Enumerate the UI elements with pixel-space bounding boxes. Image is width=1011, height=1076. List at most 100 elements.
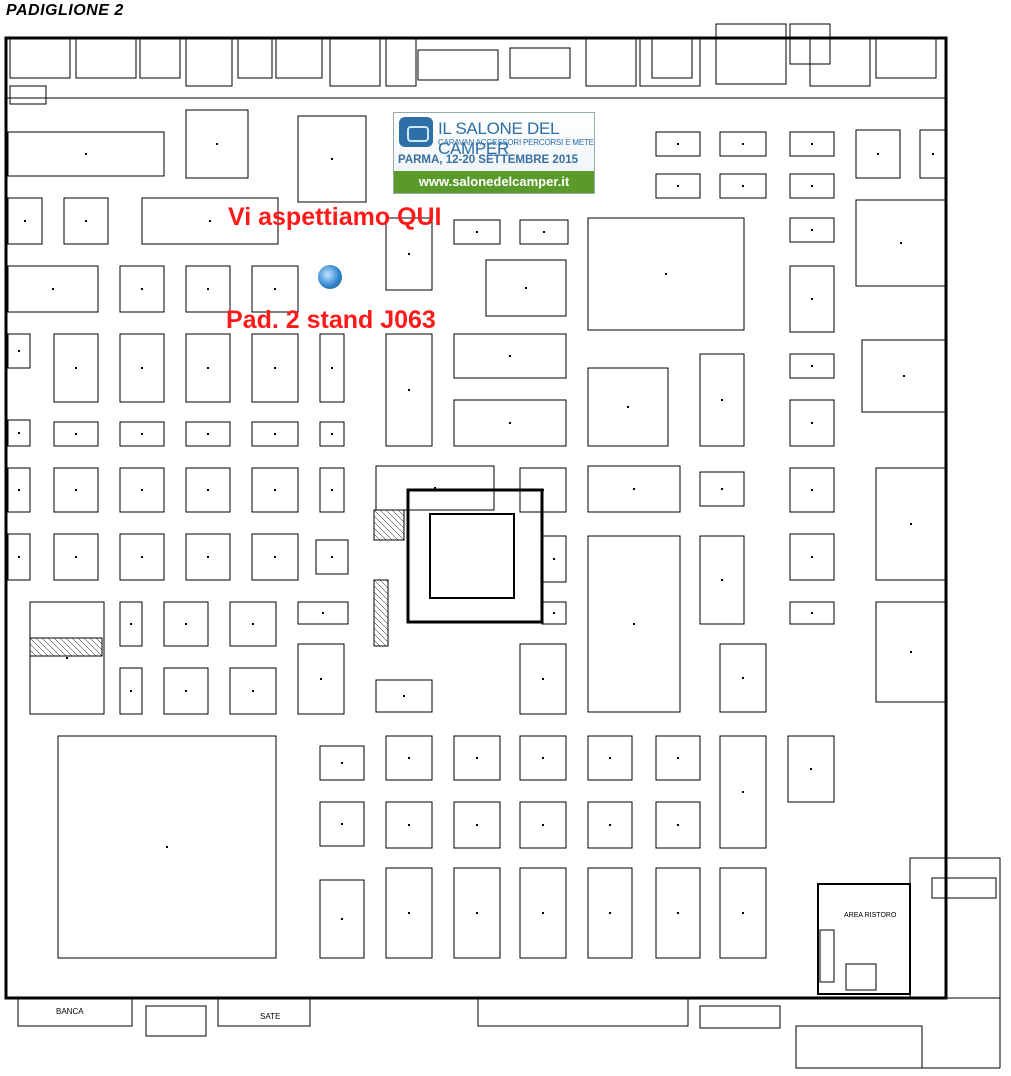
hatch-line: [373, 527, 387, 541]
hatch-line: [77, 637, 97, 657]
stand: [587, 735, 633, 781]
pillar: [207, 433, 209, 435]
stand: [7, 197, 43, 245]
pillar: [542, 678, 544, 680]
stand: [141, 197, 279, 245]
pillar: [811, 612, 813, 614]
service-room: [639, 37, 701, 87]
service-room: [715, 23, 787, 85]
salone-del-camper-logo[interactable]: IL SALONE DEL CAMPER CARAVAN ACCESSORI P…: [393, 112, 595, 194]
stand: [119, 667, 143, 715]
pillar: [75, 489, 77, 491]
hatch-line: [373, 579, 389, 595]
stand: [119, 467, 165, 513]
stand: [587, 801, 633, 849]
pillar: [811, 229, 813, 231]
pillar: [322, 612, 324, 614]
stand: [453, 867, 501, 959]
pillar: [403, 695, 405, 697]
pillar: [85, 220, 87, 222]
pillar: [18, 556, 20, 558]
pillar: [721, 399, 723, 401]
stand: [251, 467, 299, 513]
pillar: [141, 288, 143, 290]
hatch-line: [373, 621, 389, 637]
hatch-line: [83, 637, 103, 657]
hatch-line: [379, 579, 389, 589]
stand: [185, 533, 231, 581]
pillar: [18, 432, 20, 434]
hatch-line: [385, 509, 405, 529]
stand: [119, 421, 165, 447]
pillar: [52, 288, 54, 290]
tables: [845, 963, 877, 991]
service-room: [809, 37, 871, 87]
pillar: [742, 677, 744, 679]
pillar: [331, 367, 333, 369]
stand: [185, 421, 231, 447]
restricted-area: [29, 637, 103, 657]
restaurant-stairs: [819, 929, 835, 983]
pillar: [932, 153, 934, 155]
service-room: [417, 49, 499, 81]
camper-logo-icon[interactable]: [318, 265, 342, 289]
hatch-line: [95, 637, 103, 645]
hatch-line: [59, 637, 79, 657]
pillar: [811, 556, 813, 558]
stand: [7, 131, 165, 177]
hatch-line: [373, 515, 399, 541]
central-structure: [406, 488, 544, 624]
stand: [719, 867, 767, 959]
pillar: [609, 912, 611, 914]
stand: [29, 601, 105, 715]
pillar: [811, 365, 813, 367]
pillar: [408, 253, 410, 255]
pillar: [207, 489, 209, 491]
stand: [7, 333, 31, 369]
pillar: [542, 757, 544, 759]
pillar: [252, 690, 254, 692]
pillar: [900, 242, 902, 244]
bank-label: BANCA: [56, 1007, 84, 1016]
pillar: [742, 791, 744, 793]
hatch-line: [373, 603, 389, 619]
hatch-line: [35, 637, 55, 657]
stand: [655, 173, 701, 199]
stand: [119, 265, 165, 313]
pillar: [408, 757, 410, 759]
pillar: [331, 489, 333, 491]
logo-url[interactable]: www.salonedelcamper.it: [394, 171, 594, 193]
pillar: [341, 918, 343, 920]
stand: [855, 199, 947, 287]
pillar: [331, 433, 333, 435]
stand: [453, 219, 501, 245]
stand: [519, 801, 567, 849]
pillar: [910, 651, 912, 653]
service-room: [385, 37, 417, 87]
stand: [587, 867, 633, 959]
stand-callout: Pad. 2 stand J063: [226, 306, 436, 334]
pillar: [633, 623, 635, 625]
pillar: [24, 220, 26, 222]
pillar: [274, 367, 276, 369]
stand: [453, 735, 501, 781]
pillar: [130, 690, 132, 692]
stand: [719, 131, 767, 157]
stand: [587, 367, 669, 447]
pillar: [721, 488, 723, 490]
service-room: [931, 877, 997, 899]
pillar: [721, 579, 723, 581]
pillar: [553, 558, 555, 560]
stand: [297, 643, 345, 715]
pillar: [274, 288, 276, 290]
pillar: [742, 143, 744, 145]
pillar: [542, 912, 544, 914]
pillar: [677, 757, 679, 759]
hatch-line: [71, 637, 91, 657]
pillar: [207, 367, 209, 369]
pillar: [75, 433, 77, 435]
pillar: [408, 389, 410, 391]
service-room: [237, 37, 273, 79]
entrance: [145, 1005, 207, 1037]
stand: [587, 465, 681, 513]
